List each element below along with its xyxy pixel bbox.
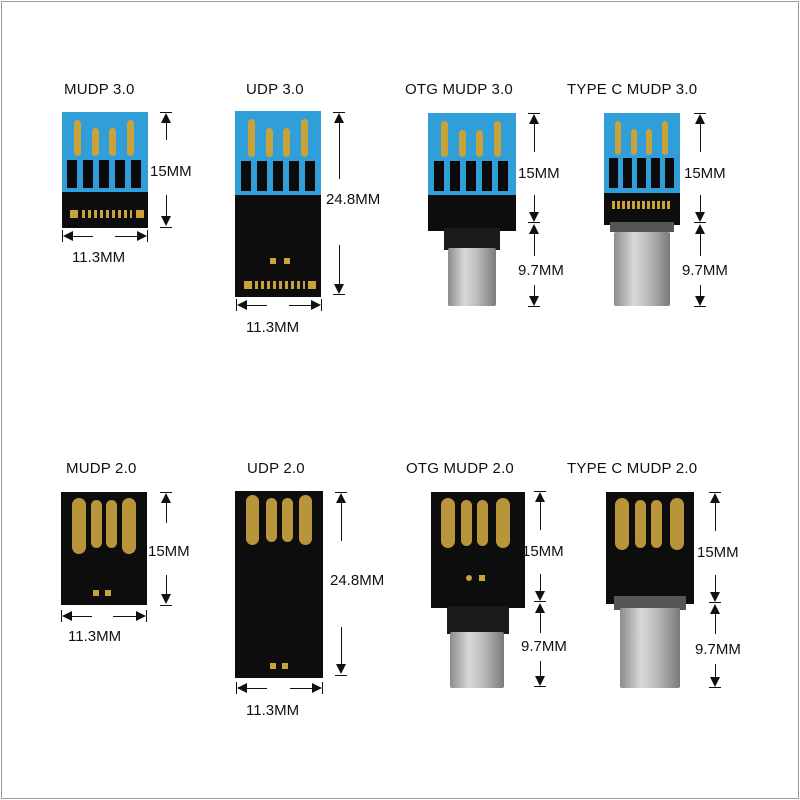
typec-mudp-20-title: TYPE C MUDP 2.0 bbox=[567, 460, 698, 477]
typec-20-pcb bbox=[606, 492, 694, 604]
udp-30-height-label: 24.8MM bbox=[326, 191, 381, 208]
typec-20-plug-height-label: 9.7MM bbox=[695, 641, 741, 658]
otg-mudp-20-title: OTG MUDP 2.0 bbox=[406, 460, 514, 477]
otg-30-pcb bbox=[428, 113, 516, 231]
otg-20-pcb bbox=[431, 492, 525, 608]
mudp-30-width-label: 11.3MM bbox=[72, 249, 126, 266]
otg-30-plug-height-label: 9.7MM bbox=[518, 262, 564, 279]
udp-30-title: UDP 3.0 bbox=[246, 81, 304, 98]
udp-20-width-label: 11.3MM bbox=[246, 702, 300, 719]
typec-30-plug-height-label: 9.7MM bbox=[682, 262, 728, 279]
otg-30-pcb-height-label: 15MM bbox=[518, 165, 560, 182]
typec-mudp-30-title: TYPE C MUDP 3.0 bbox=[567, 81, 698, 98]
gold-pin bbox=[92, 128, 99, 156]
udp-30-pcb bbox=[235, 111, 321, 297]
mudp-30-title: MUDP 3.0 bbox=[64, 81, 135, 98]
micro-usb-plug bbox=[450, 632, 504, 688]
type-c-plug bbox=[620, 608, 680, 688]
micro-usb-plug bbox=[448, 248, 496, 306]
mudp-20-title: MUDP 2.0 bbox=[66, 460, 137, 477]
type-c-plug bbox=[614, 232, 670, 306]
mudp-30-pcb bbox=[62, 112, 148, 228]
otg-20-plug-height-label: 9.7MM bbox=[521, 638, 567, 655]
gold-pin bbox=[74, 120, 81, 156]
mudp-20-pcb bbox=[61, 492, 147, 605]
mudp-30-height-label: 15MM bbox=[150, 163, 192, 180]
typec-20-pcb-height-label: 15MM bbox=[697, 544, 739, 561]
typec-30-pcb bbox=[604, 113, 680, 225]
otg-mudp-30-title: OTG MUDP 3.0 bbox=[405, 81, 513, 98]
gold-pin bbox=[109, 128, 116, 156]
otg-20-pcb-height-label: 15MM bbox=[522, 543, 564, 560]
udp-20-height-label: 24.8MM bbox=[330, 572, 385, 589]
udp-30-width-label: 11.3MM bbox=[246, 319, 300, 336]
udp-20-title: UDP 2.0 bbox=[247, 460, 305, 477]
typec-30-pcb-height-label: 15MM bbox=[684, 165, 726, 182]
mudp-20-height-label: 15MM bbox=[148, 543, 190, 560]
gold-pin bbox=[127, 120, 134, 156]
udp-20-pcb bbox=[235, 491, 323, 678]
mudp-20-width-label: 11.3MM bbox=[68, 628, 122, 645]
